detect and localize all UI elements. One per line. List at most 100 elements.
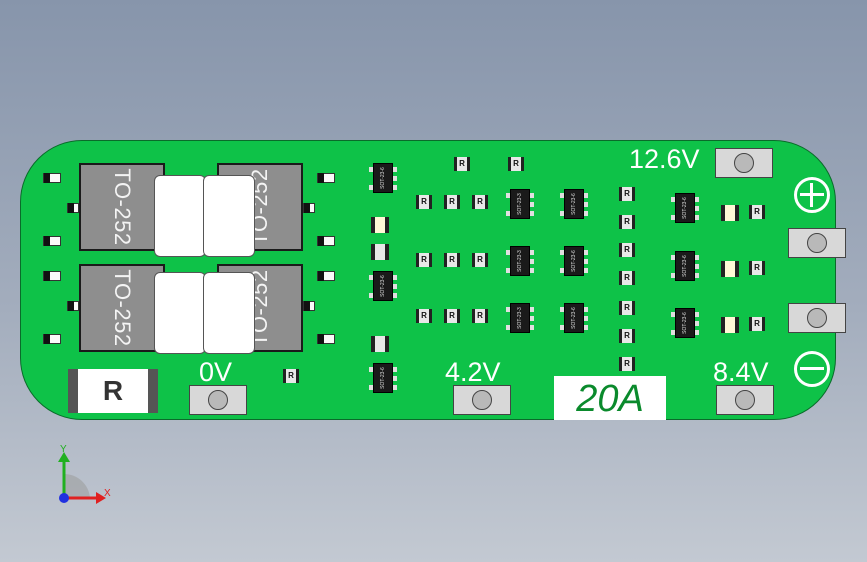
current-rating-label: 20A: [576, 378, 644, 420]
sot-leg: [393, 167, 397, 172]
smd-resistor: R: [472, 253, 488, 267]
sot-leg: [369, 167, 373, 172]
sot-leg: [584, 325, 588, 330]
smd-led: [721, 261, 739, 277]
ic-pin: [67, 301, 79, 311]
ic-pin: [317, 173, 335, 183]
pin-stripe: [304, 301, 310, 311]
sot-leg: [530, 307, 534, 312]
sot-leg: [393, 185, 397, 190]
big-resistor-label: R: [102, 375, 124, 406]
axis-triad-arc: [64, 473, 90, 498]
sot23-6-chip: SOT-23-6: [671, 193, 699, 223]
sot-leg: [584, 250, 588, 255]
sot-leg: [530, 325, 534, 330]
solder-pad-8-4v[interactable]: [716, 385, 774, 415]
sot-leg: [671, 197, 675, 202]
smd-resistor: R: [416, 309, 432, 323]
smd-resistor: R: [749, 261, 765, 275]
positive-terminal-icon: [794, 177, 830, 213]
axis-triad: Y X: [58, 444, 111, 504]
pin-stripe: [44, 271, 50, 281]
pin-stripe: [318, 334, 324, 344]
solder-pad-negative[interactable]: [788, 303, 846, 333]
sot-leg: [671, 312, 675, 317]
sot23-3-chip: SOT-23-3: [506, 303, 534, 333]
smd-resistor: R: [472, 195, 488, 209]
sot-leg: [560, 325, 564, 330]
axis-z-dot: [59, 493, 69, 503]
sot-leg: [560, 250, 564, 255]
sot-leg: [695, 206, 699, 211]
sot-leg: [530, 250, 534, 255]
axis-y-label: Y: [60, 444, 67, 455]
sot-leg: [530, 211, 534, 216]
sot-leg: [506, 268, 510, 273]
solder-pad-4-2v[interactable]: [453, 385, 511, 415]
smd-resistor: R: [416, 195, 432, 209]
sot-leg: [584, 307, 588, 312]
label-4-2v: 4.2V: [445, 357, 501, 387]
sot23-6-chip: SOT-23-6: [369, 363, 397, 393]
sot-leg: [369, 293, 373, 298]
smd-resistor: R: [444, 309, 460, 323]
smd-led: [721, 317, 739, 333]
sot-leg: [530, 268, 534, 273]
ic-pin: [317, 271, 335, 281]
sot-leg: [369, 385, 373, 390]
sot23-6-chip: SOT-23-6: [560, 246, 588, 276]
pad-hole: [734, 153, 754, 173]
sot-leg: [393, 367, 397, 372]
sot-leg: [506, 307, 510, 312]
sot23-6-chip: SOT-23-6: [369, 271, 397, 301]
sot-leg: [560, 268, 564, 273]
smd-resistor: R: [416, 253, 432, 267]
sot-leg: [584, 202, 588, 207]
solder-pad-12-6v[interactable]: [715, 148, 773, 178]
pad-hole: [208, 390, 228, 410]
sot-leg: [369, 367, 373, 372]
pin-stripe: [44, 173, 50, 183]
axis-y-arrow: [58, 452, 70, 462]
negative-terminal-icon: [794, 351, 830, 387]
sot23-6-chip: SOT-23-6: [560, 303, 588, 333]
solder-pad-positive[interactable]: [788, 228, 846, 258]
to252-ic-1: TO-252: [79, 163, 165, 251]
smd-capacitor: [371, 336, 389, 352]
pin-stripe: [318, 271, 324, 281]
pad-hole: [472, 390, 492, 410]
label-8-4v: 8.4V: [713, 357, 769, 387]
smd-resistor: R: [619, 329, 635, 343]
ic-pin: [67, 203, 79, 213]
sot-leg: [369, 185, 373, 190]
sot-leg: [393, 385, 397, 390]
to252-ic-2-label: TO-252: [110, 269, 135, 347]
smd-resistor: R: [619, 187, 635, 201]
sot23-6-chip: SOT-23-6: [369, 163, 397, 193]
sot-leg: [695, 197, 699, 202]
pad-hole: [735, 390, 755, 410]
sot-leg: [695, 273, 699, 278]
sot-leg: [695, 312, 699, 317]
ic-tab: [203, 272, 255, 354]
ic-pin: [43, 173, 61, 183]
sot-leg: [393, 376, 397, 381]
sot-leg: [393, 284, 397, 289]
smd-resistor: R: [749, 205, 765, 219]
pad-hole: [807, 233, 827, 253]
smd-resistor: R: [619, 215, 635, 229]
sot-leg: [671, 330, 675, 335]
sot23-6-chip: SOT-23-6: [560, 189, 588, 219]
solder-pad-0v[interactable]: [189, 385, 247, 415]
sot-leg: [695, 330, 699, 335]
ic-pin: [303, 203, 315, 213]
sot-leg: [393, 275, 397, 280]
pin-stripe: [68, 203, 74, 213]
sot-leg: [506, 193, 510, 198]
sot23-3-chip: SOT-23-3: [506, 246, 534, 276]
sot-leg: [560, 193, 564, 198]
to252-ic-1-label: TO-252: [110, 168, 135, 246]
sot-leg: [671, 255, 675, 260]
sot-leg: [584, 316, 588, 321]
axis-x-arrow: [96, 492, 106, 504]
